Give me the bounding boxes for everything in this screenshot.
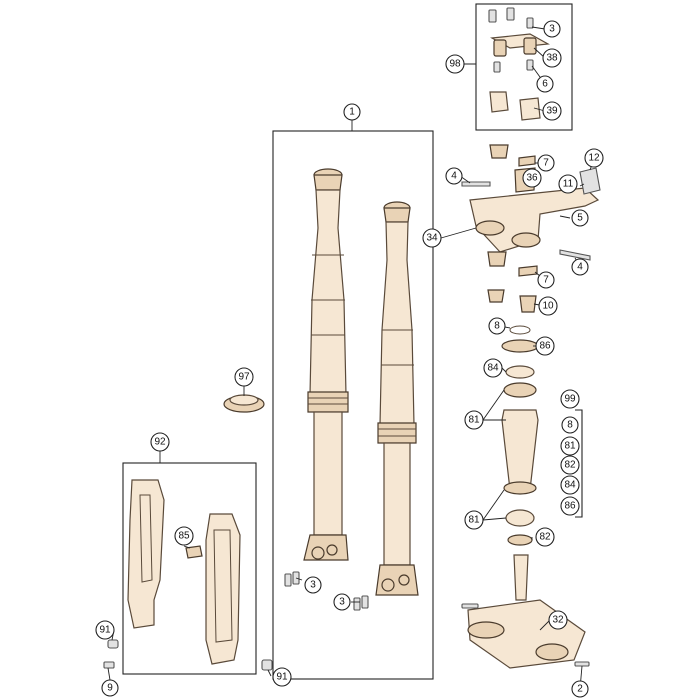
svg-text:36: 36 bbox=[526, 173, 538, 184]
callout-7-upper: 7 bbox=[537, 154, 555, 172]
svg-text:97: 97 bbox=[238, 372, 250, 383]
lower-triple-clamp bbox=[461, 554, 590, 669]
svg-text:81: 81 bbox=[468, 515, 480, 526]
callout-81-upper: 81 bbox=[464, 410, 484, 430]
fork-guards bbox=[103, 479, 273, 671]
callout-8-kit: 8 bbox=[561, 416, 579, 434]
bolt-kit-parts bbox=[488, 7, 550, 121]
callout-8-left: 8 bbox=[488, 317, 506, 335]
callout-12: 12 bbox=[584, 148, 604, 168]
callout-7-lower: 7 bbox=[537, 271, 555, 289]
svg-text:1: 1 bbox=[349, 107, 355, 118]
svg-text:11: 11 bbox=[563, 179, 574, 190]
callout-5: 5 bbox=[571, 209, 589, 227]
svg-text:32: 32 bbox=[552, 615, 564, 626]
callout-4-upper: 4 bbox=[445, 167, 463, 185]
svg-text:86: 86 bbox=[564, 501, 576, 512]
svg-text:39: 39 bbox=[546, 106, 558, 117]
fork-assembly-frame bbox=[272, 130, 434, 680]
callout-3-low: 3 bbox=[333, 593, 351, 611]
callout-10: 10 bbox=[538, 296, 558, 316]
svg-text:8: 8 bbox=[567, 420, 573, 431]
callout-3-upper: 3 bbox=[543, 20, 561, 38]
callout-82-kit: 82 bbox=[560, 455, 580, 475]
callout-85: 85 bbox=[174, 526, 194, 546]
svg-text:81: 81 bbox=[468, 415, 480, 426]
svg-text:99: 99 bbox=[564, 394, 576, 405]
svg-text:82: 82 bbox=[539, 532, 551, 543]
svg-text:3: 3 bbox=[549, 24, 555, 35]
svg-text:6: 6 bbox=[542, 79, 548, 90]
callout-38: 38 bbox=[542, 48, 562, 68]
callout-34: 34 bbox=[422, 228, 442, 248]
svg-text:3: 3 bbox=[339, 597, 345, 608]
callout-39: 39 bbox=[542, 101, 562, 121]
svg-text:86: 86 bbox=[539, 341, 551, 352]
svg-text:2: 2 bbox=[577, 684, 583, 695]
axle-clamp-bolts bbox=[284, 571, 369, 611]
svg-text:84: 84 bbox=[564, 480, 576, 491]
svg-text:4: 4 bbox=[451, 171, 457, 182]
callout-36: 36 bbox=[522, 168, 542, 188]
clamp-collets bbox=[487, 289, 537, 313]
callout-86-kit: 86 bbox=[560, 496, 580, 516]
left-fork-leg bbox=[303, 168, 349, 561]
svg-text:5: 5 bbox=[577, 213, 583, 224]
svg-text:3: 3 bbox=[310, 580, 316, 591]
callout-92: 92 bbox=[150, 432, 170, 452]
svg-text:92: 92 bbox=[154, 437, 166, 448]
callout-84-kit: 84 bbox=[560, 475, 580, 495]
callout-99: 99 bbox=[560, 389, 580, 409]
callout-84-upper: 84 bbox=[483, 358, 503, 378]
svg-text:12: 12 bbox=[588, 153, 600, 164]
callout-2: 2 bbox=[571, 680, 589, 698]
callout-9: 9 bbox=[101, 679, 119, 697]
callout-4-lower: 4 bbox=[571, 258, 589, 276]
svg-text:9: 9 bbox=[107, 683, 113, 694]
callout-91-right: 91 bbox=[272, 667, 292, 687]
svg-text:8: 8 bbox=[494, 321, 500, 332]
callout-81-kit: 81 bbox=[560, 436, 580, 456]
callout-6: 6 bbox=[536, 75, 554, 93]
svg-text:91: 91 bbox=[276, 672, 288, 683]
callout-1: 1 bbox=[343, 103, 361, 121]
svg-text:4: 4 bbox=[577, 262, 583, 273]
callout-86-upper: 86 bbox=[535, 336, 555, 356]
bolt-kit-frame bbox=[475, 3, 573, 131]
fork-guard-frame bbox=[122, 462, 257, 675]
svg-text:10: 10 bbox=[542, 301, 554, 312]
callout-98: 98 bbox=[445, 54, 465, 74]
callout-97: 97 bbox=[234, 367, 254, 387]
callout-81-lower: 81 bbox=[464, 510, 484, 530]
callout-3-mid: 3 bbox=[304, 576, 322, 594]
right-fork-leg bbox=[375, 201, 419, 596]
svg-text:34: 34 bbox=[426, 233, 438, 244]
svg-text:91: 91 bbox=[99, 625, 111, 636]
callout-32: 32 bbox=[548, 610, 568, 630]
svg-text:82: 82 bbox=[564, 460, 576, 471]
svg-text:84: 84 bbox=[487, 363, 499, 374]
svg-text:38: 38 bbox=[546, 53, 558, 64]
adjuster-ring bbox=[223, 394, 265, 413]
svg-text:98: 98 bbox=[449, 59, 461, 70]
callout-91-left: 91 bbox=[95, 620, 115, 640]
svg-text:85: 85 bbox=[178, 531, 190, 542]
steering-bearings bbox=[501, 325, 539, 546]
callout-11: 11 bbox=[558, 174, 578, 194]
bearing-kit-bracket bbox=[575, 409, 583, 518]
callout-82-lower: 82 bbox=[535, 527, 555, 547]
svg-text:7: 7 bbox=[543, 158, 549, 169]
svg-text:81: 81 bbox=[564, 441, 576, 452]
svg-text:7: 7 bbox=[543, 275, 549, 286]
